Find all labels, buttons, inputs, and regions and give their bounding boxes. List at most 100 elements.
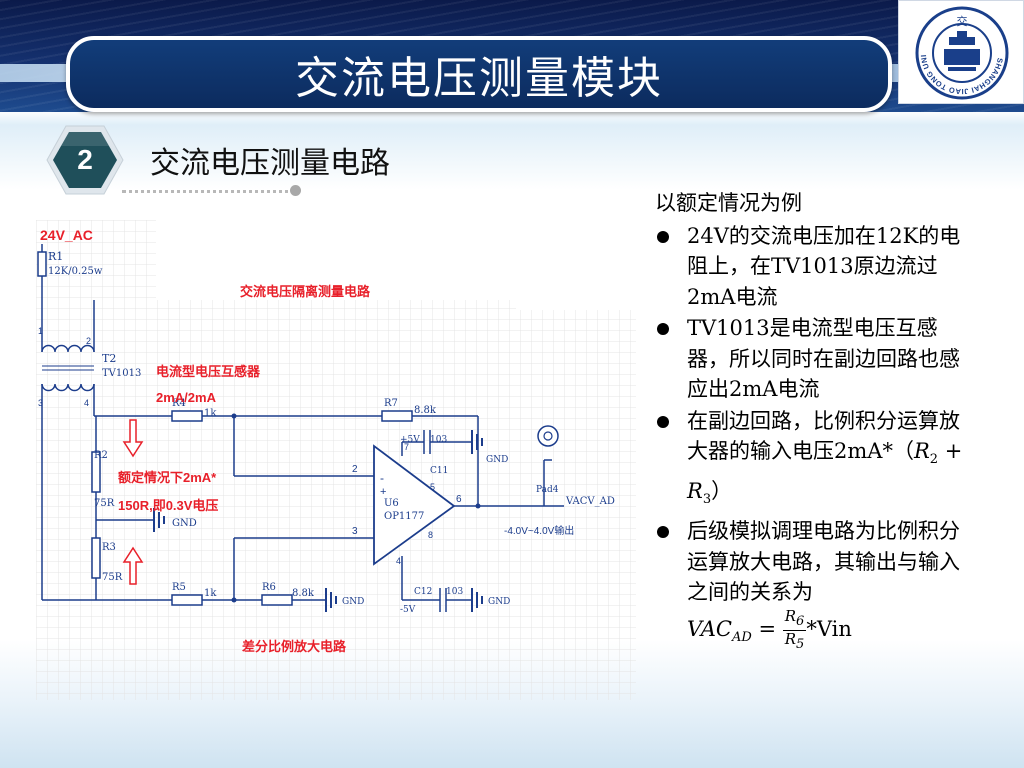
formula-den-sub: 5	[796, 636, 805, 652]
t2-pin3: 3	[38, 398, 43, 408]
formula-lhs: VAC	[687, 616, 732, 641]
opamp-pin6: 6	[456, 494, 462, 505]
notes-intro: 以额定情况为例	[655, 191, 802, 215]
university-logo: SHANGHAI JIAO TONG UNIVERSITY 交	[898, 0, 1024, 104]
r3-resistor	[91, 537, 101, 579]
r2-value: 75R	[94, 498, 115, 509]
gnd-c11-label: GND	[486, 455, 508, 465]
r7-value: 8.8k	[414, 405, 437, 416]
grid-right	[516, 310, 636, 700]
c11-value: 103	[430, 435, 447, 445]
r6-resistor	[261, 594, 293, 606]
r1-value: 12K/0.25w	[48, 266, 103, 277]
rated-caption: 额定情况下2mA*	[118, 470, 217, 485]
t2-secondary-coil	[41, 383, 95, 392]
r6-value: 8.8k	[292, 588, 315, 599]
list-item: 后级模拟调理电路为比例积分运算放大电路，其输出与输入之间的关系为 VACAD =…	[655, 516, 975, 653]
r6-name: R6	[262, 582, 276, 593]
r1-resistor	[37, 251, 47, 277]
transformer-caption: 电流型电压互感器	[156, 364, 261, 379]
bullet-3-r3: R	[687, 478, 703, 503]
source-label: 24V_AC	[40, 227, 93, 243]
bullet-4-text: 后级模拟调理电路为比例积分运算放大电路，其输出与输入之间的关系为	[687, 519, 960, 605]
bullet-icon	[657, 230, 669, 243]
current-up-arrow	[122, 546, 144, 585]
title-rule-dot	[290, 185, 301, 196]
amp-caption: 差分比例放大电路	[242, 639, 347, 654]
r5-resistor	[171, 594, 203, 606]
c11-name: C11	[430, 466, 448, 476]
vplus-label: +5V	[400, 435, 420, 445]
bullet-2-text: TV1013是电流型电压互感器，所以同时在副边回路也感应出2mA电流	[687, 316, 960, 401]
section-badge: 2	[46, 124, 124, 196]
logo-top-char: 交	[957, 14, 968, 28]
bullet-icon	[657, 323, 669, 335]
t2-primary-coil	[41, 344, 95, 353]
notes-panel: 以额定情况为例 24V的交流电压加在12K的电阻上，在TV1013原边流过2mA…	[655, 188, 975, 655]
bullet-3-close: ）	[711, 478, 733, 503]
t2-name: T2	[102, 352, 116, 365]
opamp-plus: +	[380, 486, 386, 498]
opamp-part: OP1177	[384, 511, 424, 522]
formula-num-sub: 6	[796, 613, 805, 629]
bullet-icon	[657, 526, 669, 539]
ratio-caption: 2mA/2mA	[156, 390, 217, 405]
r5-name: R5	[172, 582, 186, 593]
r4-resistor	[171, 410, 203, 422]
opamp-u6	[373, 444, 456, 566]
opamp-pin7: 7	[404, 442, 409, 452]
gnd-c12-label: GND	[488, 597, 510, 607]
list-item: 24V的交流电压加在12K的电阻上，在TV1013原边流过2mA电流	[655, 221, 975, 313]
hexagon-badge-icon	[46, 125, 124, 195]
bullet-3-r2: R	[913, 439, 930, 463]
r4-value: 1k	[204, 408, 217, 419]
t2-pin1: 1	[38, 326, 43, 336]
section-title: 交流电压测量电路	[150, 146, 390, 181]
formula-tail: *Vin	[806, 616, 852, 641]
r7-name: R7	[384, 398, 398, 409]
opamp-pin5: 5	[430, 482, 435, 492]
opamp-name: U6	[384, 498, 399, 509]
bullet-3-text: 在副边回路，比例积分运算放大器的输入电压2mA*（	[687, 408, 960, 464]
t2-part: TV1013	[102, 368, 141, 379]
opamp-pin2: 2	[352, 464, 358, 475]
t2-pin2: 2	[86, 336, 91, 346]
gnd-mid-label: GND	[172, 518, 197, 529]
opamp-minus: -	[380, 471, 384, 485]
c12-value: 103	[446, 587, 463, 597]
r3-value: 75R	[102, 572, 123, 583]
r1-name: R1	[48, 250, 63, 263]
bullet-icon	[657, 415, 669, 428]
output-range-label: -4.0V~4.0V输出	[504, 524, 574, 537]
r5-value: 1k	[204, 588, 217, 599]
bullet-3-r3-sub: 3	[702, 491, 712, 507]
gnd-r6-label: GND	[342, 597, 364, 607]
c12-name: C12	[414, 587, 432, 597]
list-item: TV1013是电流型电压互感器，所以同时在副边回路也感应出2mA电流	[655, 313, 975, 405]
opamp-pin8: 8	[428, 530, 433, 540]
logo-seal-icon: SHANGHAI JIAO TONG UNIVERSITY 交	[913, 5, 1009, 100]
r2-name: R2	[94, 450, 108, 461]
notes-list: 24V的交流电压加在12K的电阻上，在TV1013原边流过2mA电流 TV101…	[655, 221, 975, 654]
grid-middle	[156, 300, 516, 700]
vminus-label: -5V	[400, 605, 416, 615]
title-capsule: 交流电压测量模块	[66, 36, 892, 112]
bullet-3-plus: +	[938, 439, 963, 463]
t2-pin4: 4	[84, 398, 89, 408]
current-down-arrow	[122, 419, 144, 458]
formula-den: R	[784, 629, 797, 648]
circuit-schematic: 24V_AC R1 12K/0.25w 1 2 3 4 T2 TV1013 R2…	[36, 220, 636, 700]
output-net-label: VACV_AD	[565, 496, 615, 507]
list-item: 在副边回路，比例积分运算放大器的输入电压2mA*（R2 + R3）	[655, 406, 975, 516]
burden-caption: 150R,即0.3V电压	[118, 498, 218, 513]
formula-lhs-sub: AD	[731, 630, 752, 646]
r7-resistor	[381, 410, 413, 422]
r3-name: R3	[102, 542, 116, 553]
formula-eq: =	[751, 616, 783, 641]
bullet-1-text: 24V的交流电压加在12K的电阻上，在TV1013原边流过2mA电流	[687, 223, 961, 309]
formula-num: R	[784, 606, 797, 625]
slide-title: 交流电压测量模块	[295, 53, 663, 104]
section-number: 2	[77, 144, 93, 175]
r4-name: R4	[172, 398, 186, 409]
